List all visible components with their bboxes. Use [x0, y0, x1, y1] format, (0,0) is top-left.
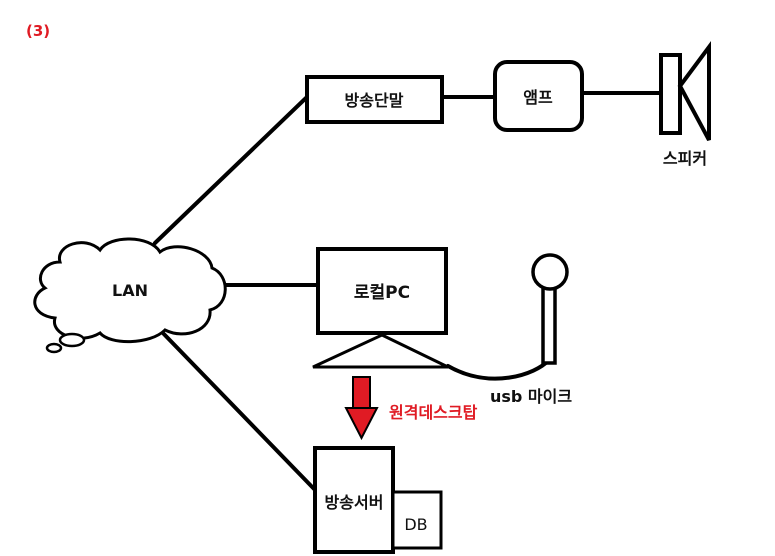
- broadcast-terminal-box: [305, 75, 444, 124]
- broadcast-terminal-label: 방송단말: [345, 91, 404, 110]
- lan-to-server-line: [158, 328, 320, 495]
- amp-label: 앰프: [523, 88, 553, 107]
- lan-label: LAN: [112, 281, 148, 300]
- speaker-label: 스피커: [663, 149, 707, 168]
- db-label: DB: [404, 515, 427, 534]
- usb-mic-label: usb 마이크: [490, 387, 572, 406]
- lan-cloud-icon: [33, 237, 227, 354]
- connection-lines: [153, 91, 665, 495]
- broadcast-server-box: [313, 446, 395, 554]
- db-box: [391, 490, 443, 550]
- amp-box: [493, 60, 584, 132]
- mic-cable-line: [446, 358, 551, 381]
- broadcast-server-label: 방송서버: [325, 493, 384, 512]
- lan-to-terminal-line: [153, 95, 309, 245]
- local-pc-monitor-icon: [312, 247, 449, 369]
- speaker-icon: [659, 40, 711, 141]
- remote-desktop-arrow-icon: [344, 376, 379, 441]
- figure-number: (3): [26, 22, 50, 40]
- remote-desktop-label: 원격데스크탑: [389, 403, 478, 422]
- microphone-icon: [531, 253, 569, 365]
- local-pc-label: 로컬PC: [354, 283, 410, 303]
